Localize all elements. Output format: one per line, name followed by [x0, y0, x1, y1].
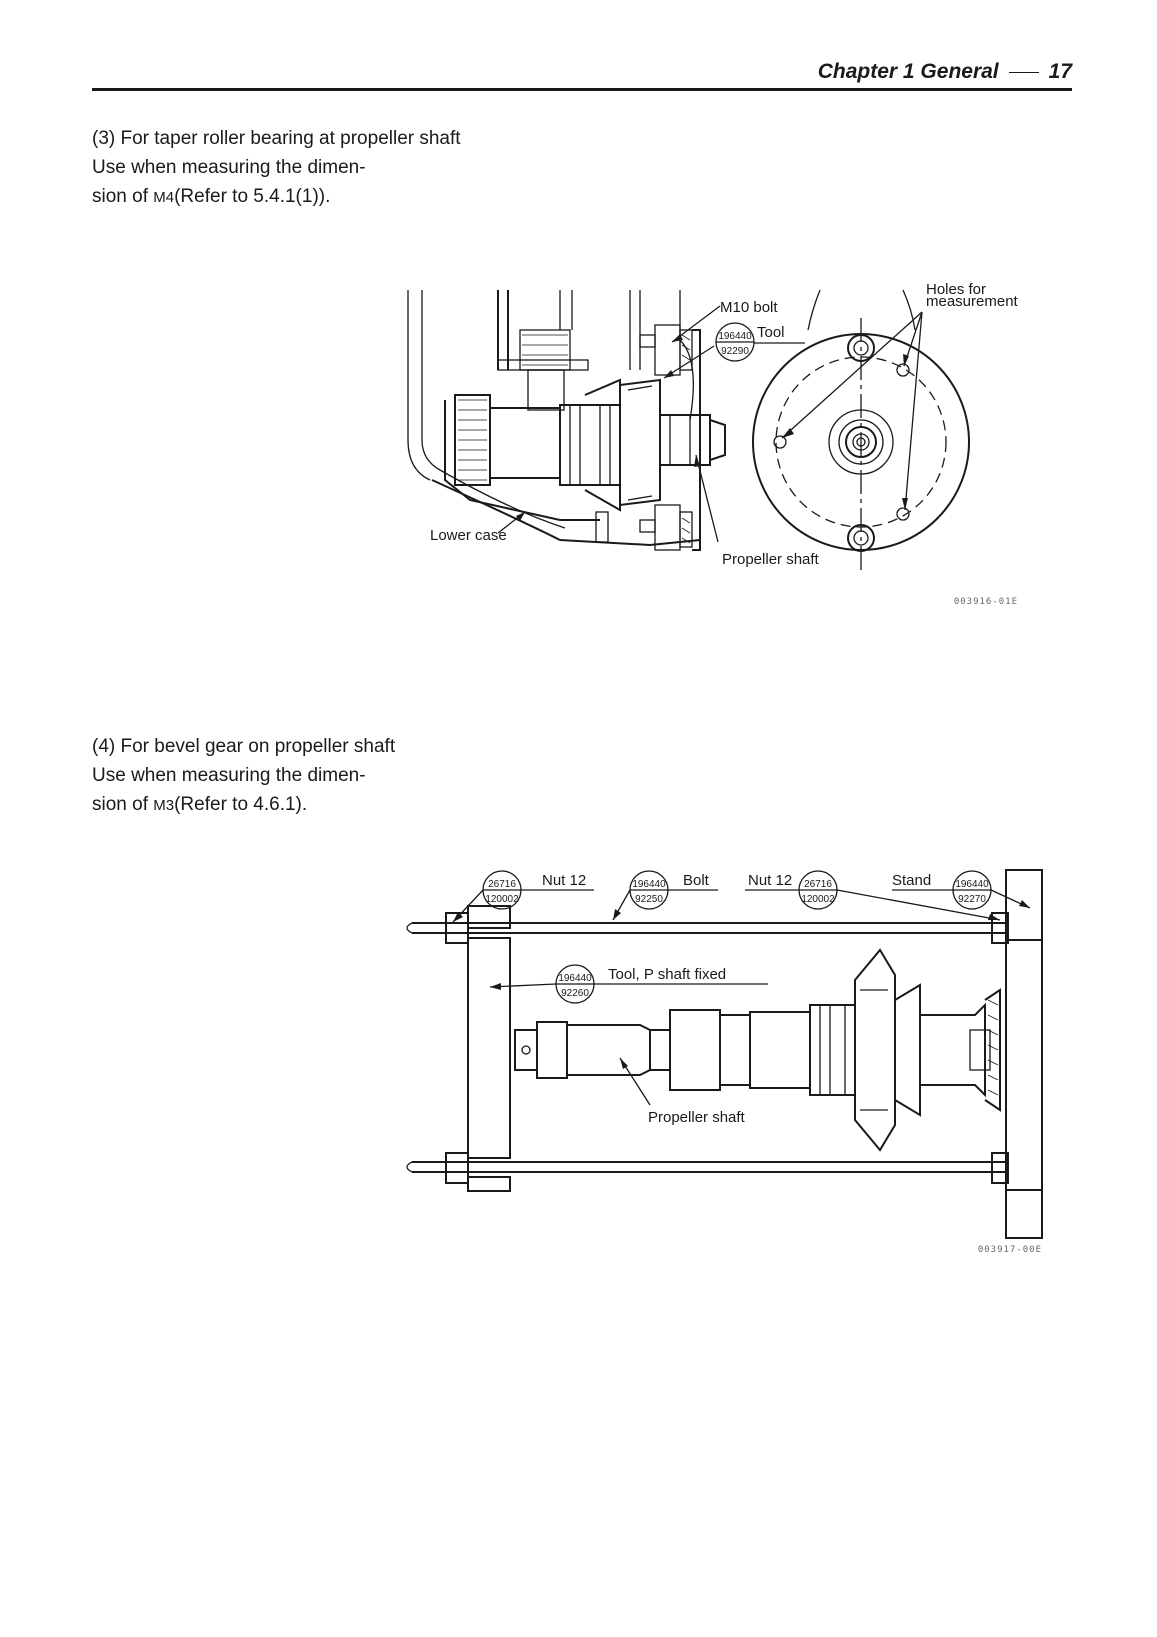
section-3-line-3: sion of M4(Refer to 5.4.1(1)). — [92, 182, 461, 212]
section-4-line-3-post: (Refer to 4.6.1). — [174, 794, 308, 815]
measurement-hole-bottom — [896, 507, 910, 521]
section-3-line-2: Use when measuring the dimen- — [92, 157, 366, 178]
chapter-title: Chapter 1 General — [817, 60, 999, 83]
stand-part-top: 196440 — [955, 879, 989, 890]
leader-propeller — [695, 454, 719, 543]
label-nut-2: Nut 12 — [748, 872, 792, 889]
measurement-hole-top — [896, 363, 910, 377]
measurement-hole-left — [773, 435, 787, 449]
tool-2-part-bottom: 92260 — [561, 988, 589, 999]
label-bolt: Bolt — [683, 872, 710, 889]
section-3-text: (3) For taper roller bearing at propelle… — [92, 124, 461, 212]
header-text: Chapter 1 General 17 — [818, 60, 1072, 84]
label-tool-p-shaft-fixed: Tool, P shaft fixed — [608, 966, 726, 983]
label-measurement: measurement — [926, 293, 1019, 310]
figure-taper-roller-bearing: 196440 92290 Tool M10 bolt Lower case Pr… — [407, 281, 1019, 607]
section-4-line-3: sion of M3(Refer to 4.6.1). — [92, 790, 395, 820]
section-4-text: (4) For bevel gear on propeller shaft Us… — [92, 732, 395, 820]
label-tool: Tool — [757, 324, 785, 341]
section-4-line-2: Use when measuring the dimen- — [92, 765, 366, 786]
label-m10-bolt: M10 bolt — [720, 299, 778, 316]
bolt-part-top: 196440 — [632, 879, 666, 890]
header-dash — [1008, 71, 1039, 73]
tool-part-number-top: 196440 — [718, 331, 752, 342]
nut-2-part-bottom: 120002 — [801, 894, 835, 905]
page-header: Chapter 1 General 17 — [92, 58, 1072, 91]
figure-2-code: 003917-00E — [978, 1245, 1042, 1255]
tool-2-part-top: 196440 — [558, 973, 592, 984]
label-propeller-shaft: Propeller shaft — [722, 551, 820, 568]
section-3-line-3-m: M4 — [153, 189, 175, 206]
label-nut-1: Nut 12 — [542, 872, 586, 889]
tool-part-number-bottom: 92290 — [721, 346, 749, 357]
label-propeller-shaft-2: Propeller shaft — [648, 1109, 746, 1126]
section-4-line-3-pre: sion of — [92, 794, 154, 815]
nut-1-part-top: 26716 — [488, 879, 516, 890]
section-4-line-3-m: M3 — [153, 797, 175, 814]
stand-plate — [1005, 869, 1043, 1239]
bolt-part-bottom: 92250 — [635, 894, 663, 905]
section-3-line-3-pre: sion of — [92, 186, 154, 207]
nut-2-part-top: 26716 — [804, 879, 832, 890]
page-number: 17 — [1048, 60, 1072, 83]
label-holes-for: Holes for — [926, 281, 986, 298]
section-3-line-3-post: (Refer to 5.4.1(1)). — [174, 186, 331, 207]
section-4-line-1: (4) For bevel gear on propeller shaft — [92, 736, 396, 757]
label-stand: Stand — [892, 872, 931, 889]
nut-1-part-bottom: 120002 — [485, 894, 519, 905]
label-lower-case: Lower case — [430, 527, 507, 544]
figure-1-code: 003916-01E — [954, 597, 1018, 607]
stand-part-bottom: 92270 — [958, 894, 986, 905]
figure-bevel-gear: 26716 120002 Nut 12 196440 92250 Bolt Nu… — [406, 869, 1043, 1255]
tool-plate — [467, 937, 511, 1159]
section-3-line-1: (3) For taper roller bearing at propelle… — [92, 128, 461, 149]
